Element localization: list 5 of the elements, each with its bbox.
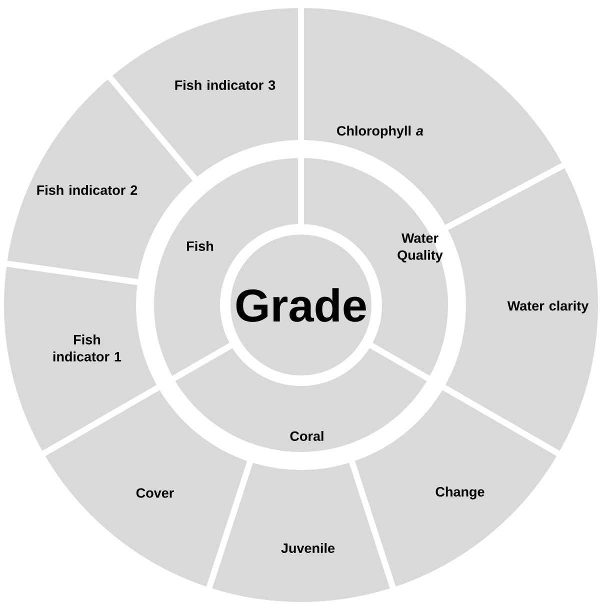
node-label: Juvenile: [281, 543, 335, 553]
node-label: Chlorophyll a: [337, 126, 424, 138]
node-label: Change: [436, 486, 484, 500]
node-label: Water clarity: [507, 300, 589, 314]
node-label: Cover: [136, 488, 174, 498]
